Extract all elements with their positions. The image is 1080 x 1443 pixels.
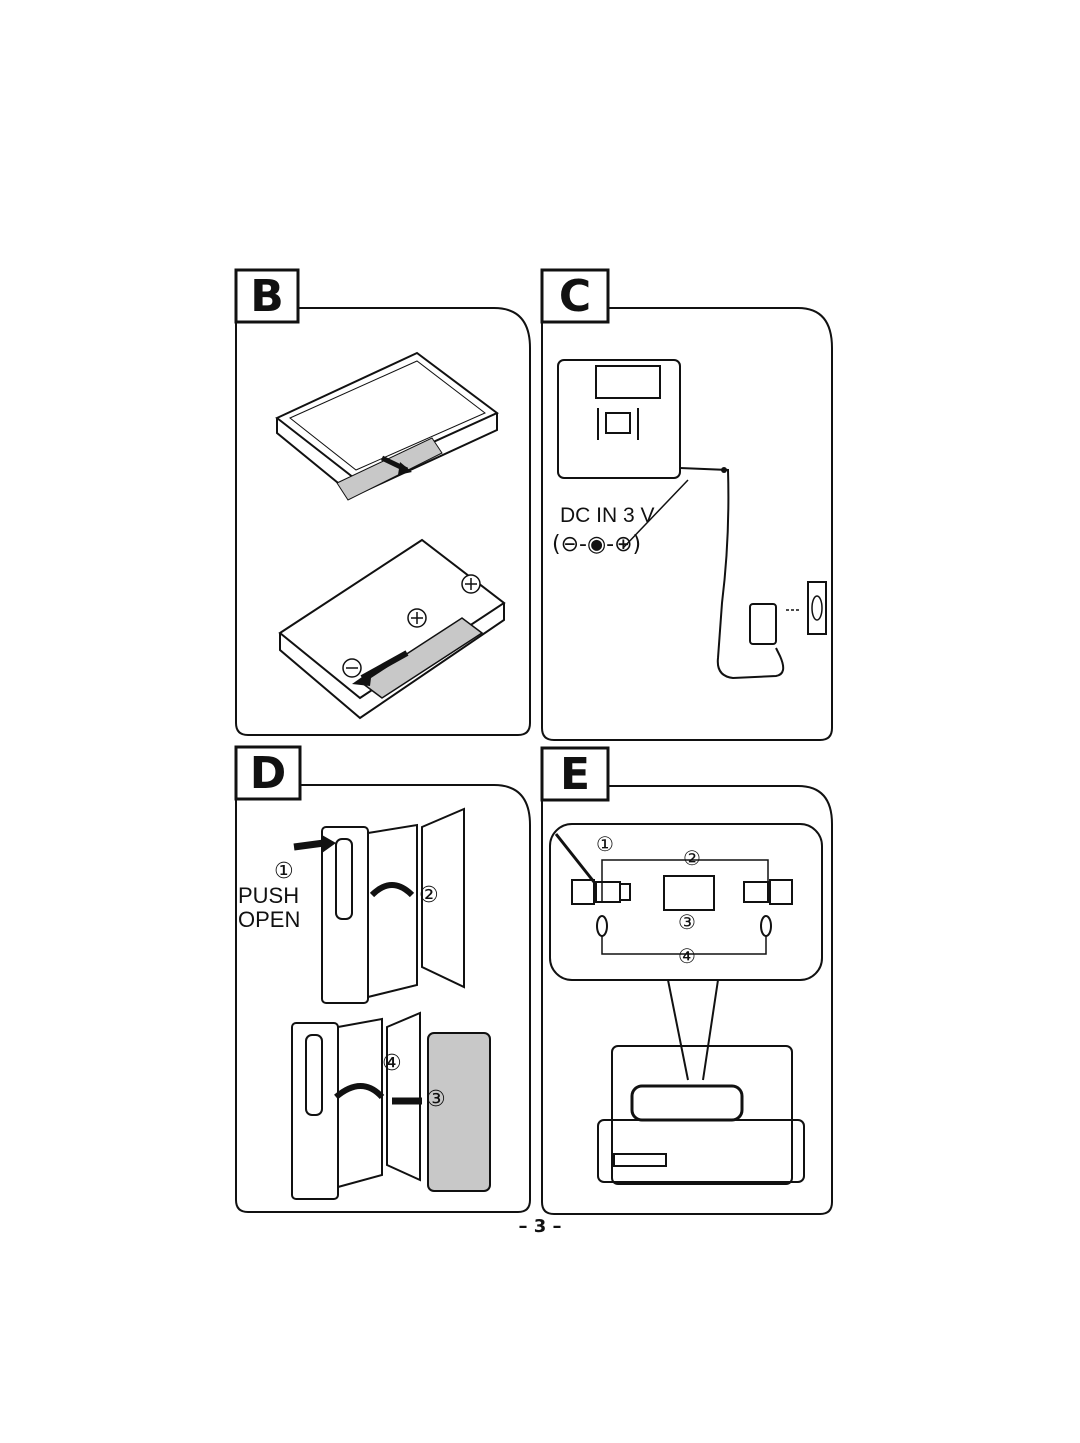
dc-power-illustration [557,359,827,680]
page-number: – 3 – [518,1216,562,1237]
polarity-label: (⊖-◉-⊕) [552,532,642,557]
callout-4: ④ [678,944,696,968]
insert-cassette-illustration [291,1011,491,1200]
panel-d: D ① PUSH OPEN ② ④ ③ [232,735,534,1215]
closed-player-illustration [275,351,499,501]
step2-marker: ② [419,883,439,908]
step3-marker: ③ [426,1087,446,1112]
callout-2: ② [683,846,701,870]
head-cleaning-illustration [549,823,823,1185]
panel-e-frame [540,746,833,1215]
panel-b-letter: B [250,270,284,322]
step1-marker: ① [274,859,294,884]
panel-b-frame [234,268,531,736]
dc-in-label: DC IN 3 V [560,504,655,527]
battery-insert-illustration [278,538,506,720]
panel-c-frame [540,268,833,741]
panel-e-letter: E [559,748,591,800]
push-label: PUSH [238,883,300,908]
panel-c: C DC IN 3 V (⊖-◉-⊕) [538,258,838,746]
step4-marker: ④ [382,1051,402,1076]
panel-c-letter: C [558,270,592,322]
panel-d-letter: D [249,747,287,799]
panel-b: B [232,258,532,740]
panel-d-frame [234,745,531,1213]
open-label: OPEN [238,907,301,932]
callout-1: ① [596,832,614,856]
panel-e: E ① ② ③ ④ [538,742,838,1216]
callout-3: ③ [678,910,696,934]
open-lid-illustration [293,807,465,1004]
